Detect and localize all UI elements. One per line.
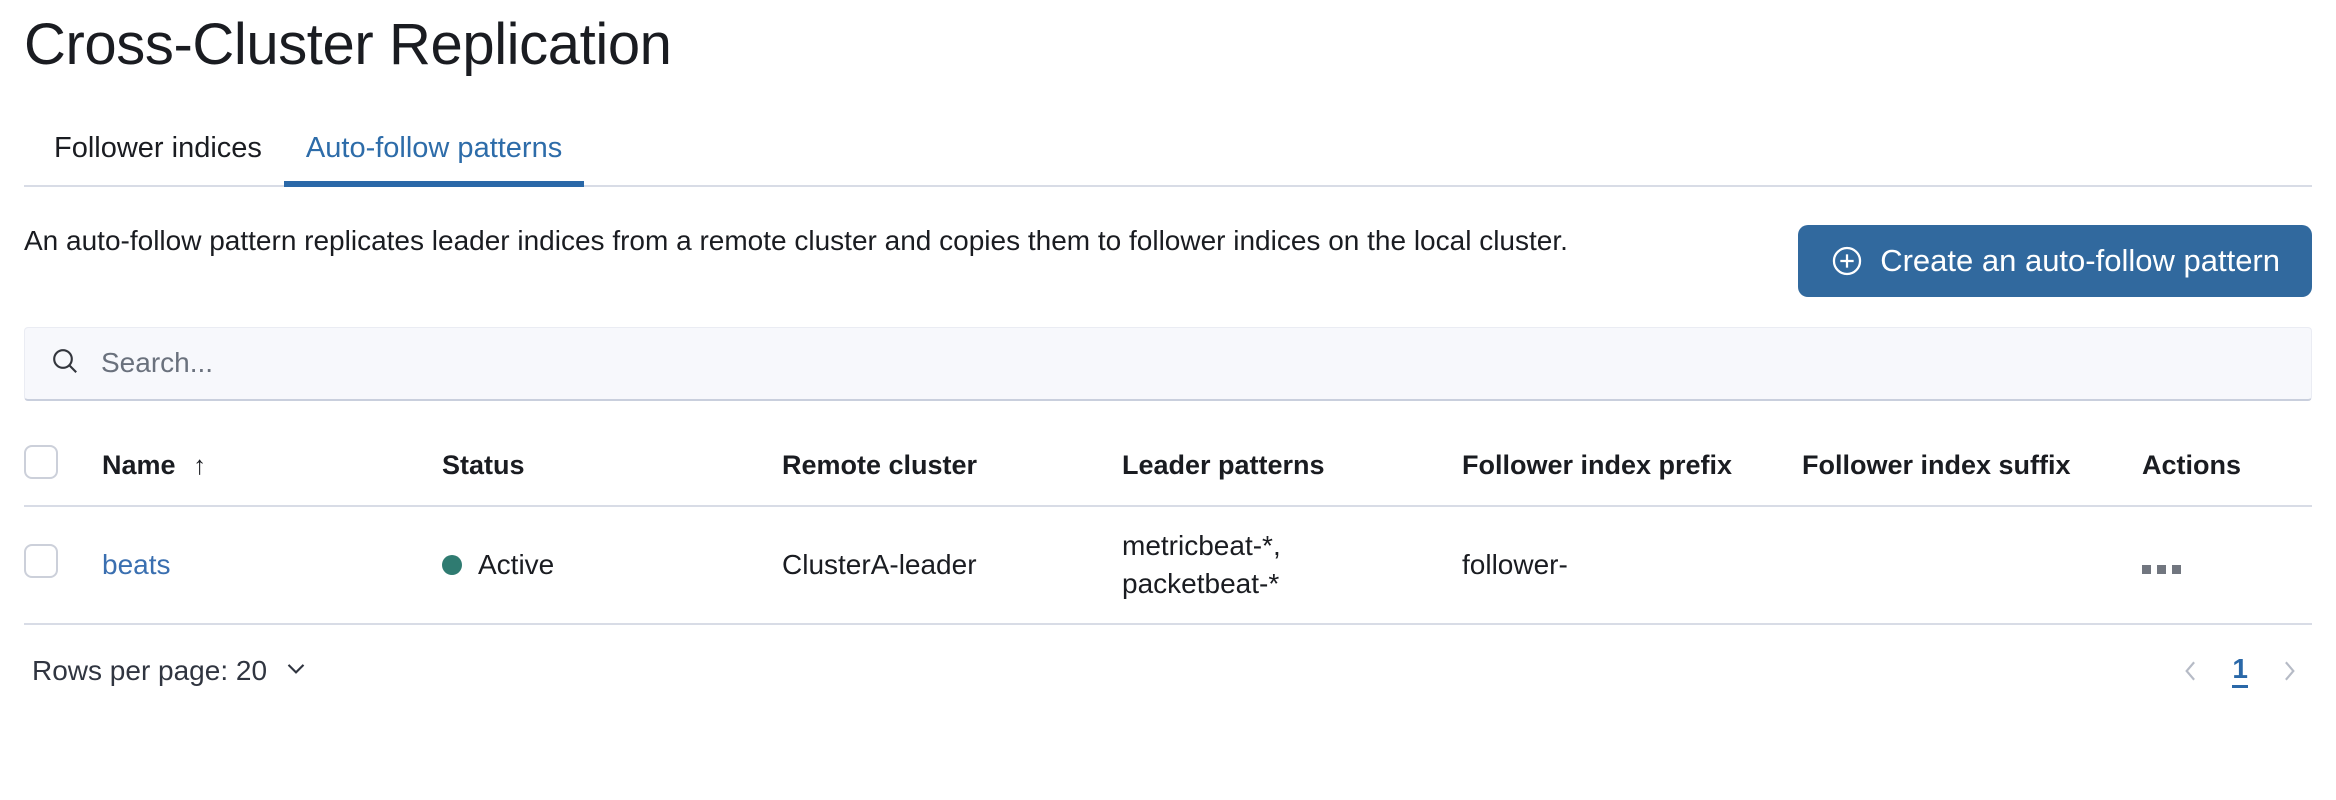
cell-leader-patterns: metricbeat-*, packetbeat-* — [1122, 506, 1462, 624]
tab-bar: Follower indices Auto-follow patterns — [24, 113, 2312, 187]
search-bar[interactable] — [24, 326, 2312, 401]
create-button-label: Create an auto-follow pattern — [1880, 242, 2280, 278]
column-header-status[interactable]: Status — [442, 450, 525, 481]
table-header: Name ↑ Status Remote cluster Leader patt… — [24, 427, 2312, 506]
intro-section: An auto-follow pattern replicates leader… — [24, 221, 2312, 297]
three-dots-icon[interactable] — [2142, 564, 2181, 574]
arrow-up-icon: ↑ — [193, 450, 207, 481]
tab-follower-indices[interactable]: Follower indices — [24, 131, 284, 185]
row-checkbox[interactable] — [24, 544, 58, 579]
cell-remote-cluster: ClusterA-leader — [782, 548, 977, 580]
cell-actions — [2142, 506, 2312, 624]
chevron-right-icon[interactable] — [2274, 656, 2304, 686]
tab-auto-follow-patterns-label: Auto-follow patterns — [305, 131, 563, 164]
status-label: Active — [478, 548, 555, 580]
pattern-name-link[interactable]: beats — [102, 548, 171, 580]
intro-description: An auto-follow pattern replicates leader… — [24, 224, 1568, 256]
column-header-remote-cluster[interactable]: Remote cluster — [782, 450, 978, 481]
create-auto-follow-pattern-button[interactable]: Create an auto-follow pattern — [1798, 224, 2312, 297]
tab-follower-indices-label: Follower indices — [54, 131, 262, 164]
select-all-checkbox[interactable] — [24, 445, 58, 480]
status-dot-icon — [442, 554, 462, 575]
rows-per-page-label: Rows per page: 20 — [32, 655, 268, 687]
table-body: beats Active ClusterA-leader metricbeat-… — [24, 506, 2312, 624]
tab-auto-follow-patterns[interactable]: Auto-follow patterns — [283, 131, 585, 187]
table-footer: Rows per page: 20 1 — [24, 653, 2312, 690]
row-select-cell — [24, 506, 102, 624]
cell-status: Active — [442, 506, 782, 624]
column-header-leader-patterns[interactable]: Leader patterns — [1122, 450, 1325, 481]
select-all-header — [24, 427, 102, 506]
cell-name: beats — [102, 506, 442, 624]
pagination: 1 — [2176, 653, 2304, 689]
rows-per-page-selector[interactable]: Rows per page: 20 — [32, 653, 311, 690]
chevron-left-icon[interactable] — [2176, 656, 2206, 686]
table-row: beats Active ClusterA-leader metricbeat-… — [24, 506, 2312, 624]
column-header-follower-index-prefix[interactable]: Follower index prefix — [1462, 450, 1733, 481]
search-icon — [49, 345, 81, 382]
plus-in-circle-icon — [1830, 244, 1864, 278]
column-header-name[interactable]: Name ↑ — [102, 427, 442, 506]
column-header-follower-index-suffix[interactable]: Follower index suffix — [1802, 450, 2071, 481]
cell-follower-index-suffix — [1802, 506, 2142, 624]
auto-follow-patterns-table: Name ↑ Status Remote cluster Leader patt… — [24, 427, 2312, 625]
leader-patterns-value: metricbeat-*, packetbeat-* — [1122, 529, 1281, 599]
cell-follower-index-prefix: follower- — [1462, 548, 1568, 580]
chevron-down-icon — [281, 653, 311, 690]
column-header-name-label: Name — [102, 450, 176, 481]
column-header-actions: Actions — [2142, 450, 2242, 481]
search-input[interactable] — [99, 326, 2287, 400]
table-header-row: Name ↑ Status Remote cluster Leader patt… — [24, 427, 2312, 506]
pagination-page-1[interactable]: 1 — [2232, 653, 2248, 689]
page-title: Cross-Cluster Replication — [24, 12, 672, 77]
